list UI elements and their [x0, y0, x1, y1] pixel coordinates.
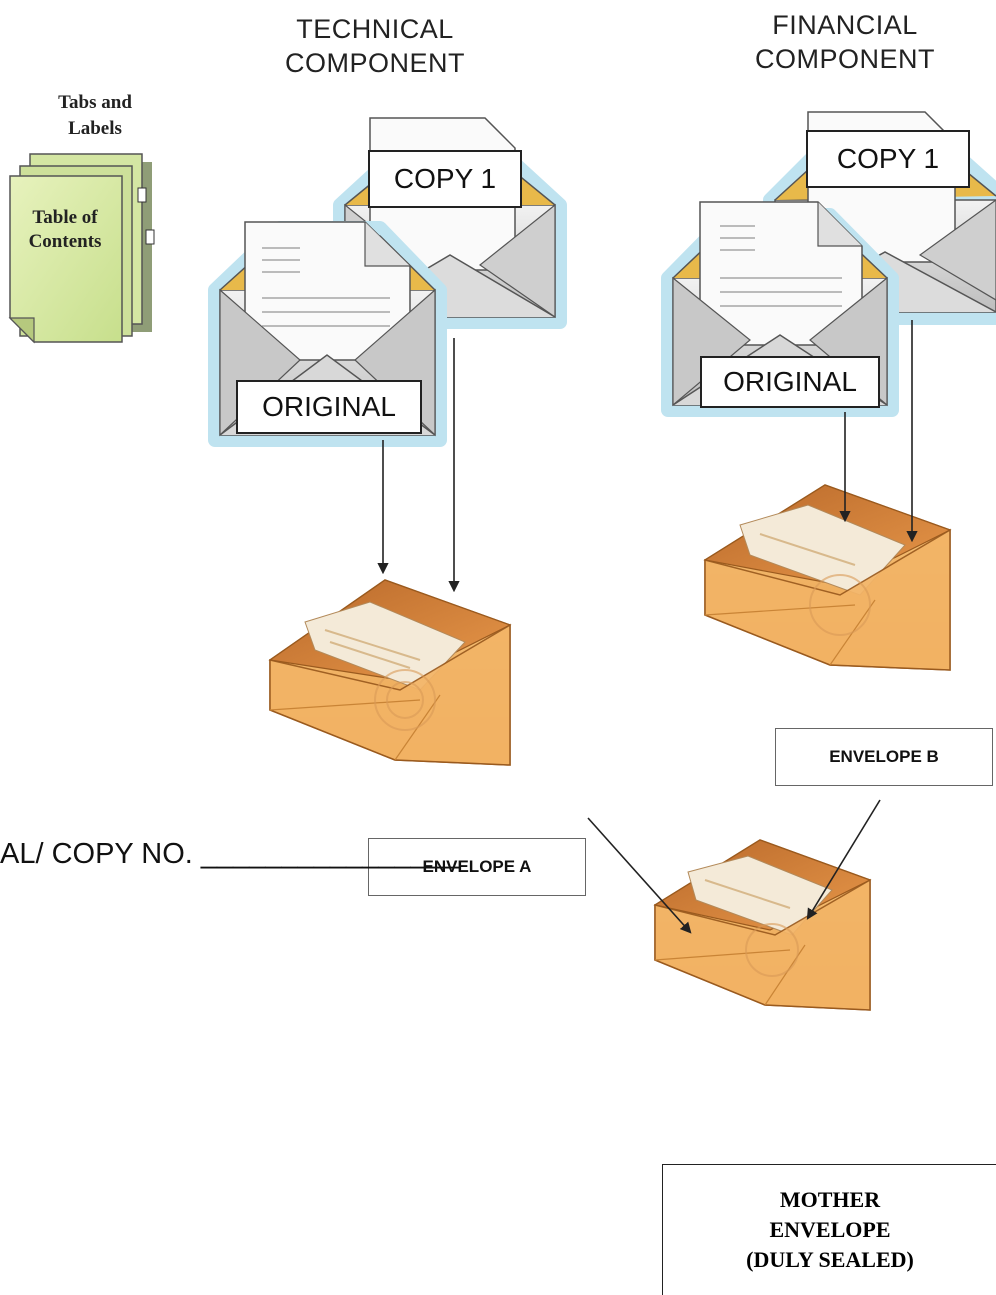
mother-envelope-icon — [653, 839, 872, 1011]
mother-line3: (DULY SEALED) — [746, 1247, 914, 1272]
tabs-and-labels-title: Tabs and Labels — [40, 90, 150, 142]
toc-line1: Table of — [32, 207, 98, 228]
envelope-a-icon — [268, 579, 512, 766]
technical-title-line1: TECHNICAL — [296, 14, 454, 44]
technical-copy1-label: COPY 1 — [368, 150, 522, 208]
financial-title-line1: FINANCIAL — [772, 10, 918, 40]
mother-line2: ENVELOPE — [769, 1217, 891, 1242]
financial-component-title: FINANCIAL COMPONENT — [720, 8, 970, 76]
financial-title-line2: COMPONENT — [755, 44, 935, 74]
tabs-title-line1: Tabs and — [58, 92, 132, 113]
technical-original-label: ORIGINAL — [236, 380, 422, 434]
mother-line1: MOTHER — [779, 1187, 881, 1212]
financial-original-label: ORIGINAL — [700, 356, 880, 408]
mother-envelope-label: MOTHER ENVELOPE (DULY SEALED) — [662, 1164, 996, 1295]
table-of-contents-label: Table of Contents — [10, 206, 120, 254]
envelope-a-label: ENVELOPE A — [368, 838, 586, 896]
toc-line2: Contents — [28, 231, 102, 252]
envelope-b-label: ENVELOPE B — [775, 728, 993, 786]
original-copy-number-line: AL/ COPY NO. ________________ — [0, 838, 459, 870]
envelope-b-icon — [703, 484, 952, 671]
arrow-envelope-b-to-mother — [806, 799, 881, 920]
tabs-document-stack-icon — [8, 153, 155, 344]
technical-title-line2: COMPONENT — [285, 48, 465, 78]
arrow-envelope-a-to-mother — [587, 817, 692, 934]
financial-copy1-label: COPY 1 — [806, 130, 970, 188]
technical-component-title: TECHNICAL COMPONENT — [255, 12, 495, 80]
tabs-title-line2: Labels — [68, 118, 122, 139]
